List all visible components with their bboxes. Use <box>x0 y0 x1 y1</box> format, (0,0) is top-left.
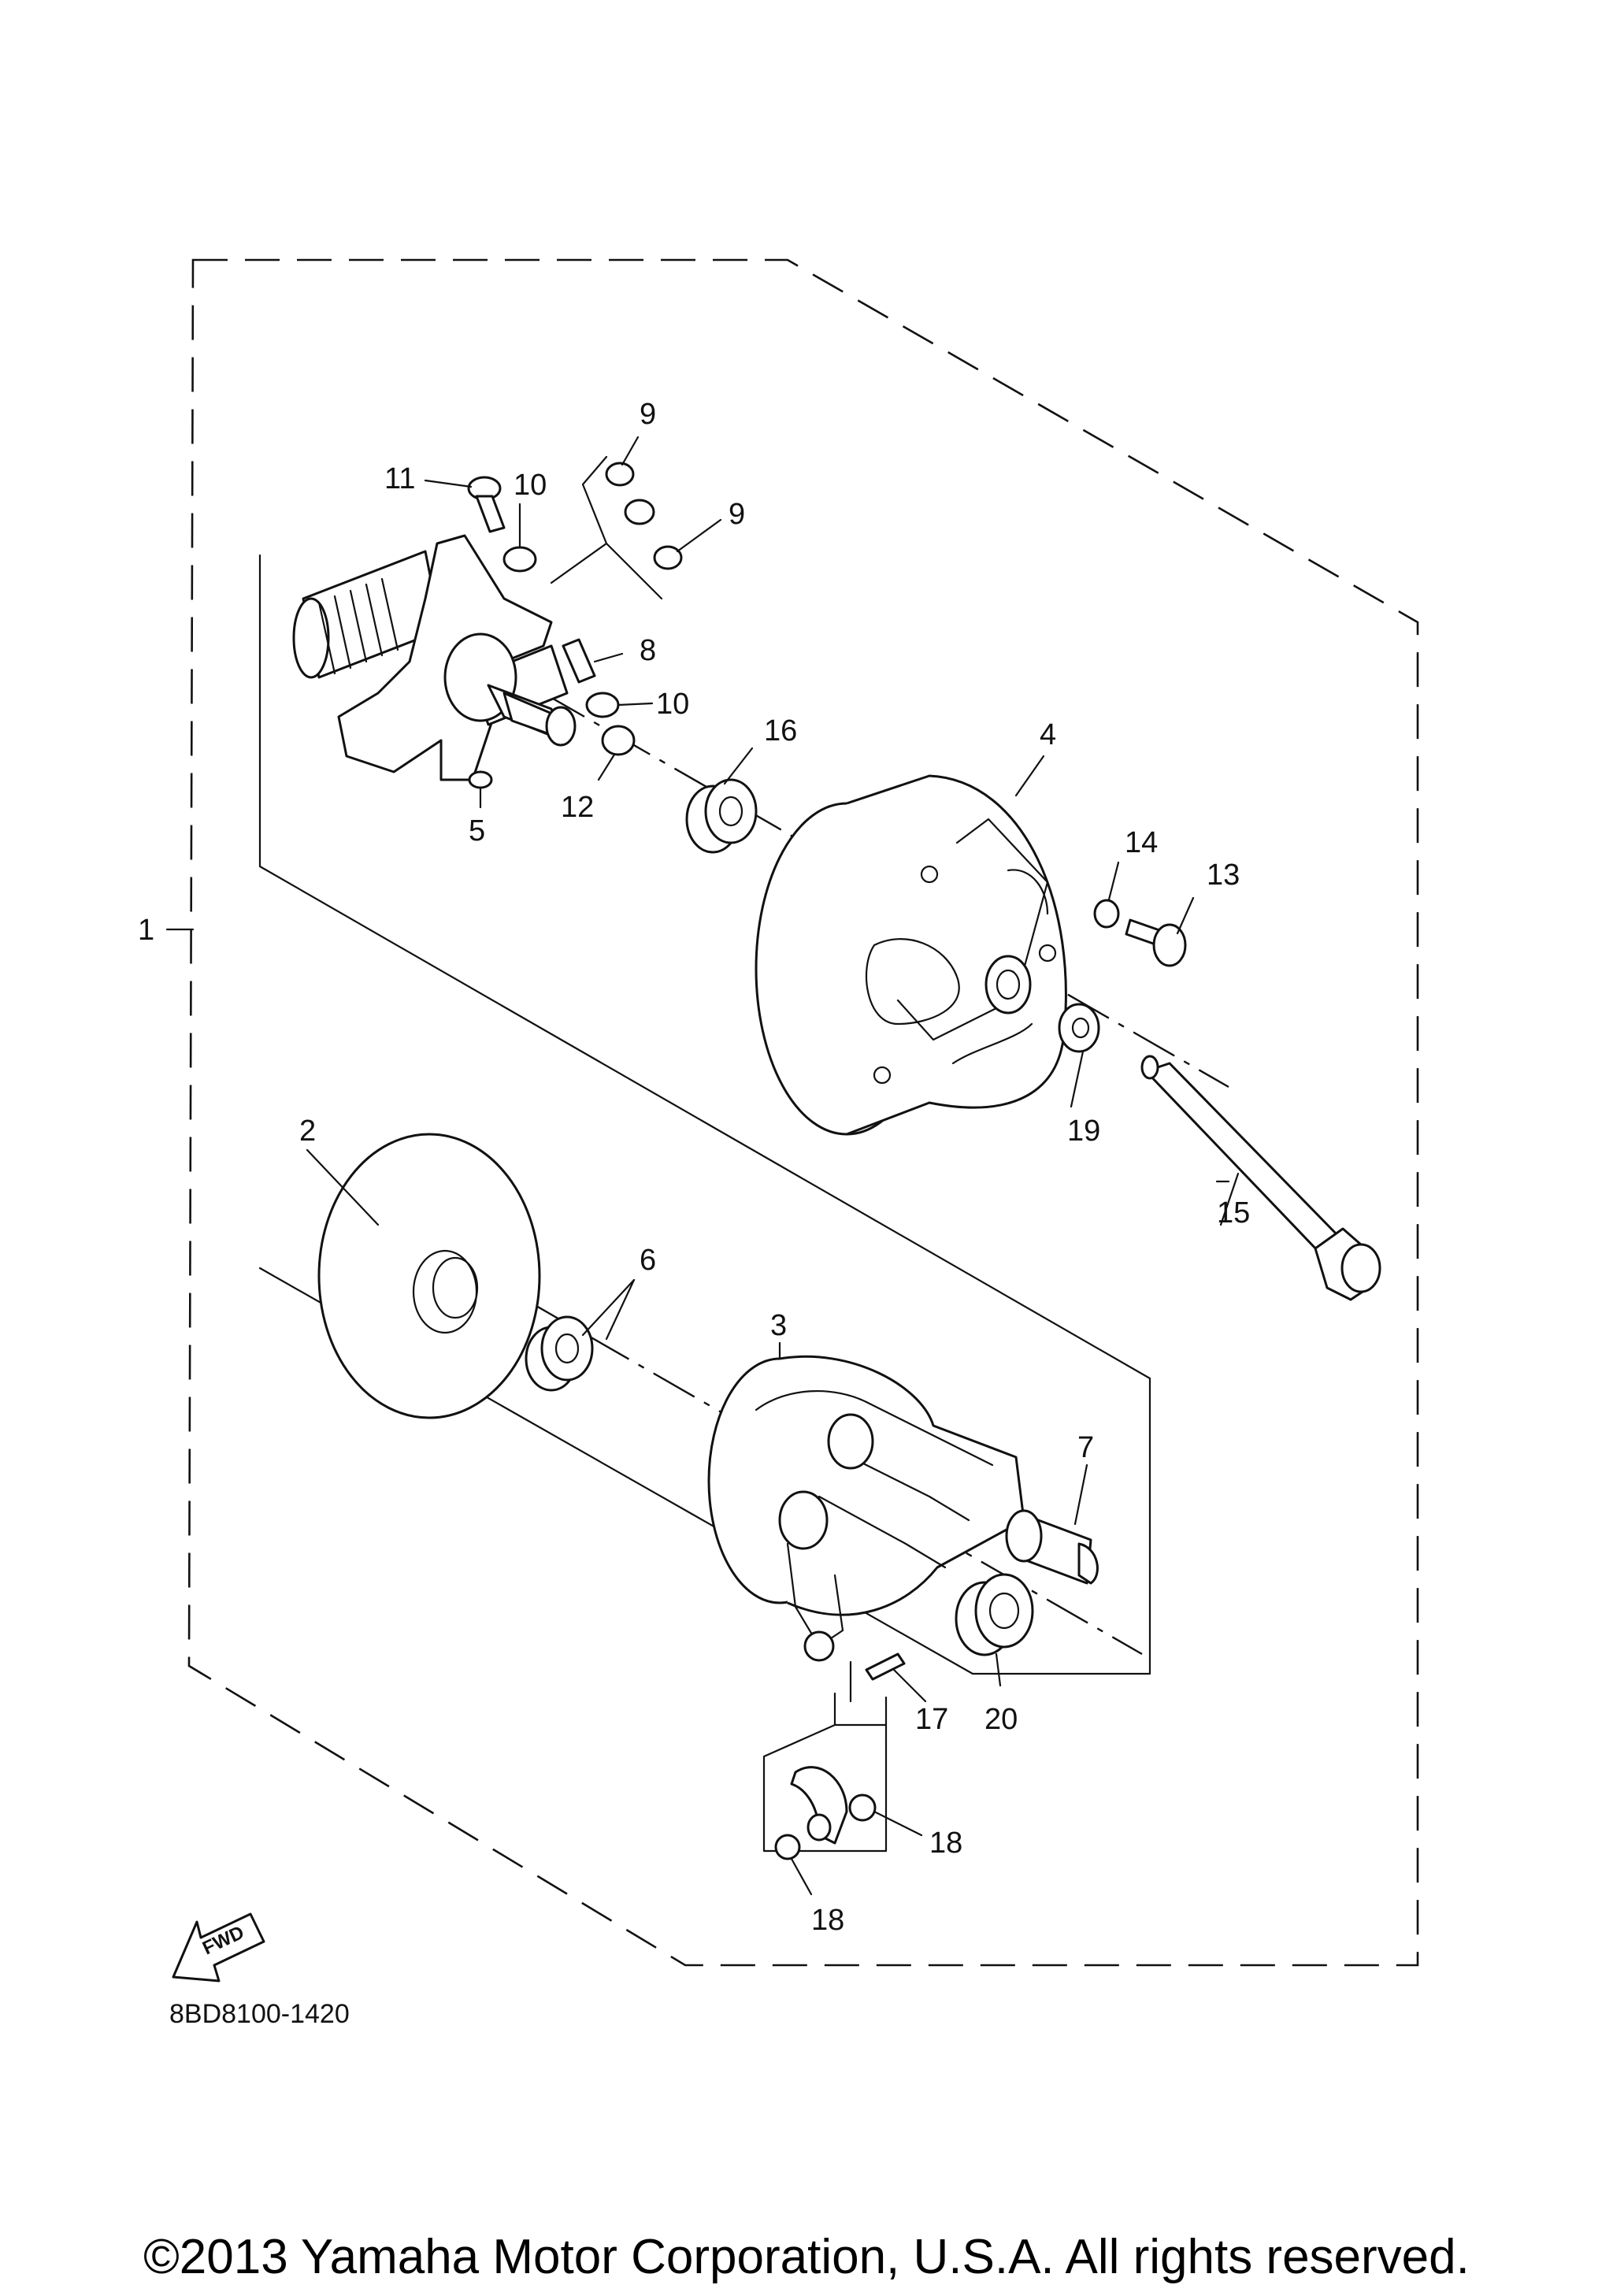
callout-11: 11 <box>384 462 415 495</box>
callout-2: 2 <box>299 1115 316 1148</box>
part-9-weight-lower <box>653 545 683 570</box>
part-13-bolt <box>1125 918 1187 967</box>
part-3-primary-sliding-sheave <box>707 1355 1025 1662</box>
callout-15: 15 <box>1217 1196 1250 1230</box>
callout-16: 16 <box>764 714 797 747</box>
callout-13: 13 <box>1207 859 1240 892</box>
part-17-pin <box>865 1652 906 1681</box>
callout-20: 20 <box>984 1703 1018 1736</box>
callout-3: 3 <box>770 1309 787 1342</box>
callout-10-lower: 10 <box>656 688 689 721</box>
part-16-bushing <box>685 778 758 854</box>
callout-18-lower: 18 <box>811 1904 844 1937</box>
part-18-weight-upper <box>790 1766 877 1845</box>
part-18-weight-lower <box>774 1834 801 1860</box>
callout-6: 6 <box>640 1244 656 1277</box>
part-4-primary-cover <box>755 774 1067 1136</box>
part-19-washer <box>1058 1003 1100 1053</box>
part-10-collar-lower <box>585 692 620 718</box>
diagram-code: 8BD8100-1420 <box>169 1999 350 2029</box>
weight-arm-inset-bracket <box>762 1660 888 1853</box>
callout-14: 14 <box>1125 826 1158 859</box>
callout-10-upper: 10 <box>514 469 547 502</box>
callout-19: 19 <box>1067 1115 1100 1148</box>
part-20-bushing <box>955 1573 1034 1656</box>
part-9-weight-upper <box>605 462 655 525</box>
part-2-sliding-sheave <box>317 1133 541 1419</box>
part-5-fixed-sheave <box>292 534 577 789</box>
callout-12: 12 <box>561 791 594 824</box>
callout-7: 7 <box>1077 1431 1094 1464</box>
assembly-boundary <box>187 258 1419 1967</box>
callout-4: 4 <box>1040 718 1056 751</box>
part-6-slider <box>525 1315 594 1392</box>
fwd-arrow-icon: FWD <box>172 1912 265 1983</box>
callout-5: 5 <box>469 814 485 848</box>
callout-18-upper: 18 <box>929 1827 962 1860</box>
part-9-bracket <box>550 455 663 600</box>
callout-17: 17 <box>915 1703 948 1736</box>
part-8-pin <box>562 638 596 684</box>
callout-9-upper: 9 <box>640 398 656 431</box>
part-11-bolt <box>467 476 506 533</box>
callout-9-lower: 9 <box>729 498 745 531</box>
part-7-spacer <box>1005 1509 1099 1585</box>
callout-labels: 1 2 3 4 5 6 7 8 9 9 10 10 11 12 13 14 15… <box>138 398 1250 1937</box>
part-10-collar-upper <box>502 546 537 573</box>
part-14-washer <box>1093 899 1120 929</box>
leader-lines <box>165 436 1240 1896</box>
callout-1: 1 <box>138 914 154 947</box>
copyright-notice: ©2013 Yamaha Motor Corporation, U.S.A. A… <box>143 2230 1470 2284</box>
part-12-nut <box>601 725 636 756</box>
callout-8: 8 <box>640 634 656 667</box>
part-15-center-bolt <box>1140 1055 1381 1301</box>
